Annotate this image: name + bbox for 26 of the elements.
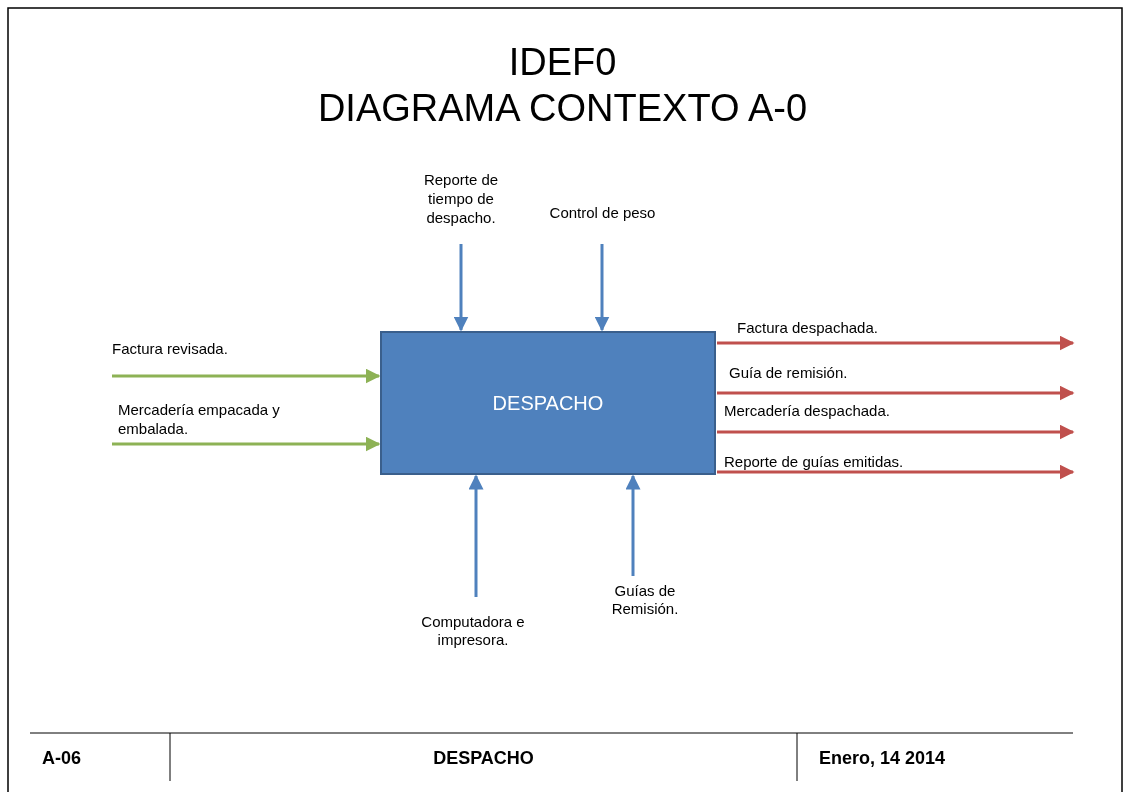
arrow: [453, 244, 469, 332]
arrow-label: Control de peso: [548, 204, 657, 223]
arrow: [112, 368, 381, 384]
arrow-label: Factura despachada.: [737, 319, 878, 338]
arrow: [717, 335, 1075, 351]
arrow-label: Factura revisada.: [112, 340, 229, 359]
arrow-label: Computadora e impresora.: [420, 612, 526, 650]
arrow: [468, 474, 484, 597]
diagram-title: IDEF0 DIAGRAMA CONTEXTO A-0: [316, 40, 809, 131]
arrow: [594, 244, 610, 332]
diagram-name: DESPACHO: [432, 748, 535, 769]
arrow-label: Reporte de tiempo de despacho.: [422, 171, 500, 228]
arrow-label: Guía de remisión.: [729, 364, 848, 383]
arrow: [717, 424, 1075, 440]
arrow-label: Mercadería empacada y embalada.: [118, 401, 281, 439]
arrow: [717, 464, 1075, 480]
diagram-number: A-06: [41, 748, 82, 769]
function-box: [380, 331, 716, 475]
arrow: [717, 385, 1075, 401]
arrow: [112, 436, 381, 452]
arrow: [625, 474, 641, 576]
arrow-label: Mercadería despachada.: [724, 402, 890, 421]
function-name: DESPACHO: [492, 391, 604, 415]
arrow-label: Reporte de guías emitidas.: [724, 453, 904, 472]
diagram-date: Enero, 14 2014: [818, 748, 947, 769]
arrow-label: Guías de Remisión.: [610, 581, 680, 619]
